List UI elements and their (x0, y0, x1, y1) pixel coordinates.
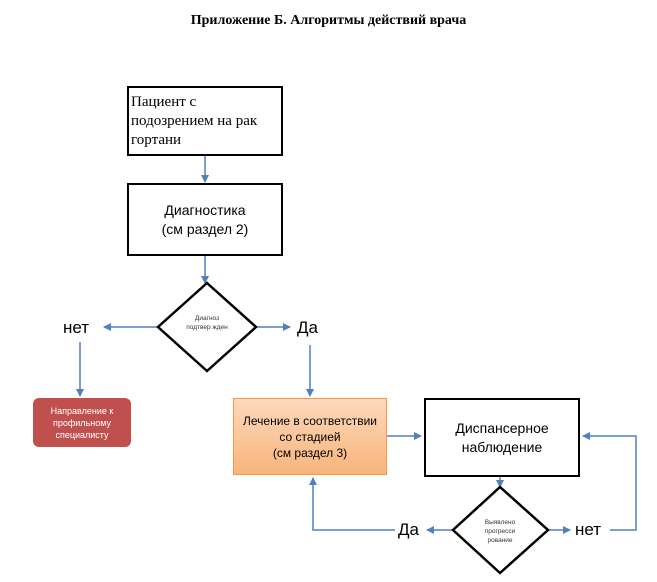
no-label-2: нет (575, 520, 602, 539)
decision-diamond-2 (451, 485, 550, 575)
progression-text: Выявлено прогресси рование (484, 519, 516, 544)
patient-text: Пациент с подозрением на рак гортани (131, 93, 258, 148)
no-label-1: нет (63, 318, 90, 337)
diagnostics-text: Диагностика (164, 201, 246, 218)
yes-label-1: Да (297, 318, 318, 337)
referral-text: Направление к профильному специалисту (50, 405, 114, 440)
diagnostics-ref: (см раздел 2) (161, 220, 249, 237)
dispensary-box: Диспансерное наблюдение (424, 398, 580, 477)
page-title: Приложение Б. Алгоритмы действий врача (190, 13, 467, 28)
treatment-text: Лечение в соответствии со стадией (243, 413, 377, 444)
treatment-box: Лечение в соответствии со стадией (см ра… (233, 398, 387, 475)
diagnosis-confirmed-text: Диагноз подтвер жден (186, 315, 228, 331)
referral-box: Направление к профильному специалисту (33, 398, 131, 447)
yes-label-2: Да (398, 520, 419, 539)
dispensary-text: Диспансерное наблюдение (455, 419, 549, 455)
arrow-back-to-dispensary (582, 432, 637, 531)
decision-diamond-1 (156, 281, 258, 373)
patient-box: Пациент с подозрением на рак гортани (127, 86, 283, 156)
arrow-back-to-treatment (309, 477, 395, 531)
diagnostics-box: Диагностика (см раздел 2) (127, 183, 283, 256)
treatment-ref: (см раздел 3) (272, 445, 348, 460)
